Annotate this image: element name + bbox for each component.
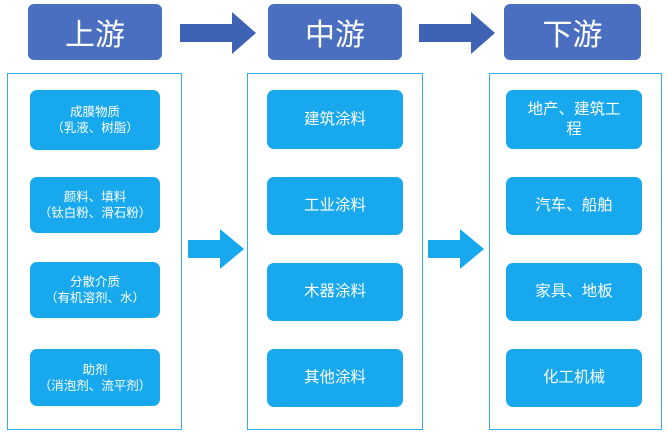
midstream-item-other: 其他涂料 xyxy=(267,349,403,407)
item-line: （消泡剂、流平剂） xyxy=(38,377,152,393)
upstream-panel: 成膜物质 （乳液、树脂） 颜料、填料 （钛白粉、滑石粉） 分散介质 （有机溶剂、… xyxy=(7,73,182,430)
downstream-item-auto-ship: 汽车、船舶 xyxy=(506,177,642,235)
item-line: （有机溶剂、水） xyxy=(44,290,145,305)
item-line: 分散介质 xyxy=(69,274,120,290)
item-line: 汽车、船舶 xyxy=(535,196,613,215)
midstream-item-wood: 木器涂料 xyxy=(267,263,403,321)
downstream-item-real-estate: 地产、建筑工 程 xyxy=(506,90,642,149)
item-line: 化工机械 xyxy=(542,368,605,387)
item-line: 地产、建筑工 xyxy=(527,100,621,119)
panel-arrow-midstream-to-downstream xyxy=(428,229,484,269)
panel-arrow-upstream-to-midstream xyxy=(188,229,244,269)
item-line: （乳液、树脂） xyxy=(51,120,139,135)
downstream-item-machinery: 化工机械 xyxy=(506,349,642,407)
upstream-item-dispersion: 分散介质 （有机溶剂、水） xyxy=(30,262,160,318)
header-arrow-upstream-to-midstream xyxy=(180,12,256,54)
upstream-item-film-forming: 成膜物质 （乳液、树脂） xyxy=(30,90,160,150)
stage-header-upstream: 上游 xyxy=(28,4,162,60)
item-line: 建筑涂料 xyxy=(303,109,366,128)
midstream-item-architectural: 建筑涂料 xyxy=(267,90,403,149)
upstream-item-pigments: 颜料、填料 （钛白粉、滑石粉） xyxy=(30,177,160,233)
item-line: 颜料、填料 xyxy=(63,189,127,205)
item-line: （钛白粉、滑石粉） xyxy=(38,205,152,220)
midstream-item-industrial: 工业涂料 xyxy=(267,177,403,235)
downstream-item-furniture: 家具、地板 xyxy=(506,263,642,321)
upstream-item-additives: 助剂 （消泡剂、流平剂） xyxy=(30,349,160,406)
item-line: 工业涂料 xyxy=(303,196,366,215)
downstream-panel: 地产、建筑工 程 汽车、船舶 家具、地板 化工机械 xyxy=(489,73,662,430)
item-line: 助剂 xyxy=(82,361,108,377)
item-line: 家具、地板 xyxy=(535,282,613,301)
item-line: 其他涂料 xyxy=(303,368,366,387)
item-line: 木器涂料 xyxy=(303,282,366,301)
item-line: 程 xyxy=(566,119,582,138)
stage-header-midstream: 中游 xyxy=(268,4,402,60)
header-arrow-midstream-to-downstream xyxy=(419,12,495,54)
item-line: 成膜物质 xyxy=(69,104,120,120)
midstream-panel: 建筑涂料 工业涂料 木器涂料 其他涂料 xyxy=(247,73,423,430)
stage-header-downstream: 下游 xyxy=(504,4,641,60)
